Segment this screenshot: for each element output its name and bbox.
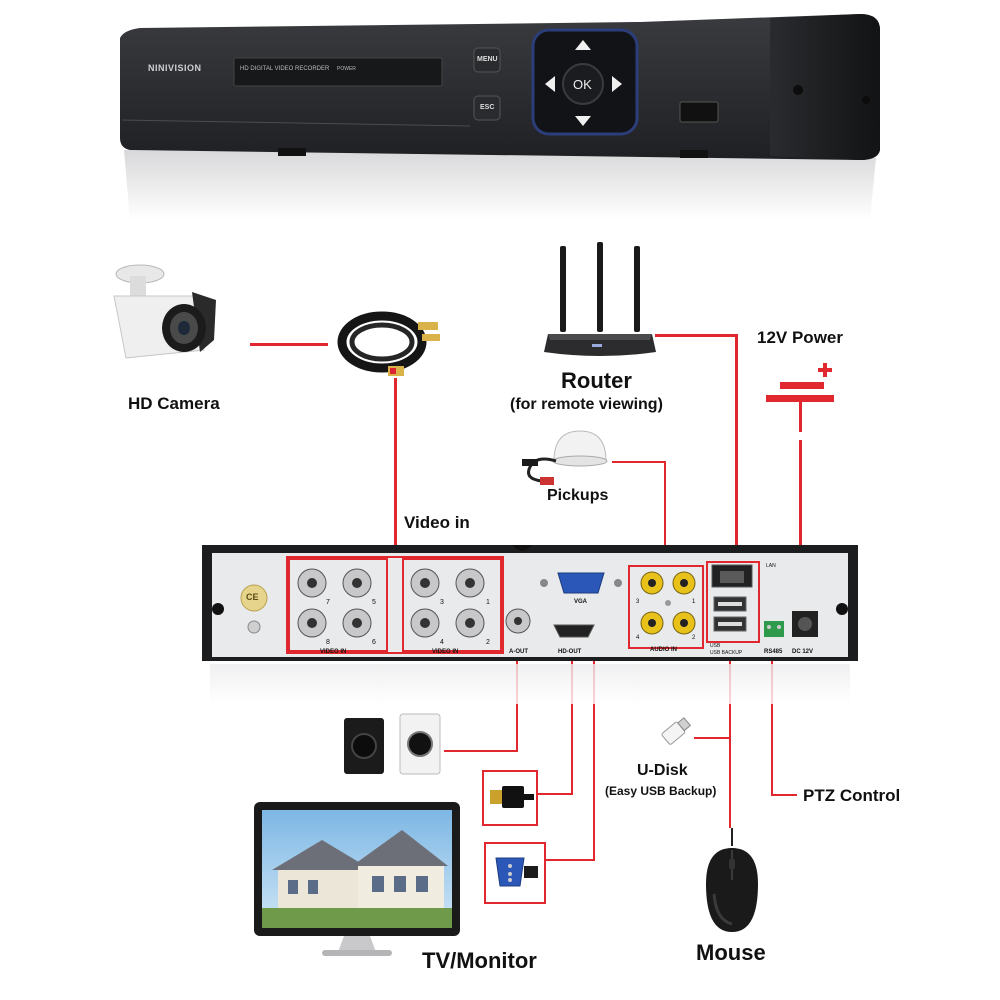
bnc-num-7: 7 bbox=[326, 599, 330, 606]
udisk-sub-label: (Easy USB Backup) bbox=[605, 784, 717, 798]
vga-port-label: VGA bbox=[574, 599, 588, 605]
camera-icon bbox=[113, 264, 216, 359]
wire-hdout-v bbox=[571, 648, 573, 795]
video-in-highlight-b bbox=[402, 558, 502, 652]
video-in-highlight-outer bbox=[286, 556, 504, 654]
hdout-port-label: HD-OUT bbox=[558, 649, 582, 655]
tv-monitor-label: TV/Monitor bbox=[422, 948, 537, 973]
bnc-cable bbox=[336, 304, 446, 382]
rs485-port-label: RS485 bbox=[764, 649, 783, 655]
vga-plug-icon bbox=[495, 857, 538, 887]
cable-coil-icon bbox=[337, 311, 440, 376]
hdmi-cable bbox=[482, 770, 538, 826]
udisk-label: U-Disk bbox=[637, 762, 688, 779]
vga-cable bbox=[484, 842, 546, 904]
wire-camera-cable bbox=[250, 343, 328, 346]
audio-in-port-label: AUDIO IN bbox=[650, 647, 677, 653]
lan-port-label: LAN bbox=[766, 563, 776, 569]
audio-num-4: 4 bbox=[636, 635, 640, 641]
audio-rca-group bbox=[640, 571, 696, 635]
wire-video-in bbox=[394, 378, 397, 560]
u-disk bbox=[654, 714, 694, 754]
wire-router-h bbox=[655, 334, 737, 337]
wire-pickups-v bbox=[664, 461, 666, 569]
wire-usb-v bbox=[729, 640, 731, 828]
video-in-port-label-b: VIDEO IN bbox=[432, 649, 459, 655]
dvr-power-label: POWER bbox=[337, 66, 356, 72]
pickup-microphone bbox=[518, 425, 618, 495]
rear-panel-reflection bbox=[210, 664, 850, 704]
ce-label: CE bbox=[246, 592, 259, 602]
usb-drive-icon bbox=[661, 717, 692, 745]
power-symbol bbox=[760, 362, 840, 436]
usb-port-label: USB bbox=[710, 643, 721, 649]
wire-router-v bbox=[735, 334, 738, 570]
wire-power bbox=[799, 440, 802, 620]
wire-vga-h bbox=[546, 859, 595, 861]
dvr-model-label: HD DIGITAL VIDEO RECORDER bbox=[240, 66, 330, 72]
video-in-highlight-a bbox=[288, 558, 388, 652]
dvr-front-graphic bbox=[120, 14, 880, 220]
router-sub-label: (for remote viewing) bbox=[510, 396, 663, 413]
wire-aout-h bbox=[444, 750, 518, 752]
audio-num-2: 2 bbox=[692, 635, 696, 641]
bnc-num-5: 5 bbox=[372, 599, 376, 606]
usb-backup-port-label: USB BACKUP bbox=[710, 650, 743, 656]
pickups-label: Pickups bbox=[547, 487, 609, 504]
bnc-num-6: 6 bbox=[372, 639, 376, 646]
esc-button[interactable]: ESC bbox=[480, 104, 495, 111]
audio-num-1: 1 bbox=[692, 599, 696, 605]
speaker-icon bbox=[344, 713, 441, 775]
power-label: 12V Power bbox=[757, 328, 843, 347]
rear-panel-graphic bbox=[202, 545, 858, 661]
dc-port-label: DC 12V bbox=[792, 649, 814, 655]
hdmi-plug-icon bbox=[490, 786, 534, 808]
hd-camera bbox=[100, 262, 230, 372]
bnc-num-1: 1 bbox=[486, 599, 490, 606]
wire-vga-v bbox=[593, 645, 595, 861]
wire-ptz-h bbox=[771, 794, 797, 796]
dvr-front-unit: NINIVISION HD DIGITAL VIDEO RECORDER POW… bbox=[0, 0, 1000, 230]
wire-udisk-h bbox=[694, 737, 730, 739]
battery-icon bbox=[766, 363, 834, 432]
tv-monitor bbox=[252, 800, 462, 960]
audio-in-highlight bbox=[628, 565, 704, 649]
router bbox=[540, 240, 660, 360]
menu-button[interactable]: MENU bbox=[477, 56, 498, 63]
video-in-label: Video in bbox=[404, 513, 470, 532]
bnc-num-8: 8 bbox=[326, 639, 330, 646]
bnc-num-4: 4 bbox=[440, 639, 444, 646]
ptz-label: PTZ Control bbox=[803, 786, 901, 805]
ok-button[interactable]: OK bbox=[573, 77, 592, 92]
bnc-group-a bbox=[297, 568, 372, 638]
bnc-num-3: 3 bbox=[440, 599, 444, 606]
dvr-brand-label: NINIVISION bbox=[148, 63, 202, 73]
audio-num-3: 3 bbox=[636, 599, 640, 605]
bnc-num-2: 2 bbox=[486, 639, 490, 646]
monitor-icon bbox=[254, 802, 460, 956]
aout-port-label: A-OUT bbox=[509, 649, 528, 655]
wire-hdout-h bbox=[538, 793, 573, 795]
wire-ptz-v bbox=[771, 648, 773, 796]
mouse bbox=[702, 824, 762, 936]
lan-usb-highlight bbox=[706, 561, 760, 643]
dvr-rear-panel: CE 7 5 8 6 3 1 4 2 VIDEO IN VIDEO IN A-O… bbox=[202, 543, 858, 663]
mouse-label: Mouse bbox=[696, 940, 766, 965]
wire-pickups-h bbox=[612, 461, 666, 463]
bnc-group-b bbox=[410, 568, 485, 638]
router-label: Router bbox=[561, 368, 632, 393]
speakers bbox=[340, 712, 444, 778]
hd-camera-label: HD Camera bbox=[128, 394, 220, 413]
router-icon bbox=[544, 242, 656, 356]
mouse-icon bbox=[706, 828, 758, 932]
video-in-port-label-a: VIDEO IN bbox=[320, 649, 347, 655]
microphone-icon bbox=[522, 430, 608, 485]
